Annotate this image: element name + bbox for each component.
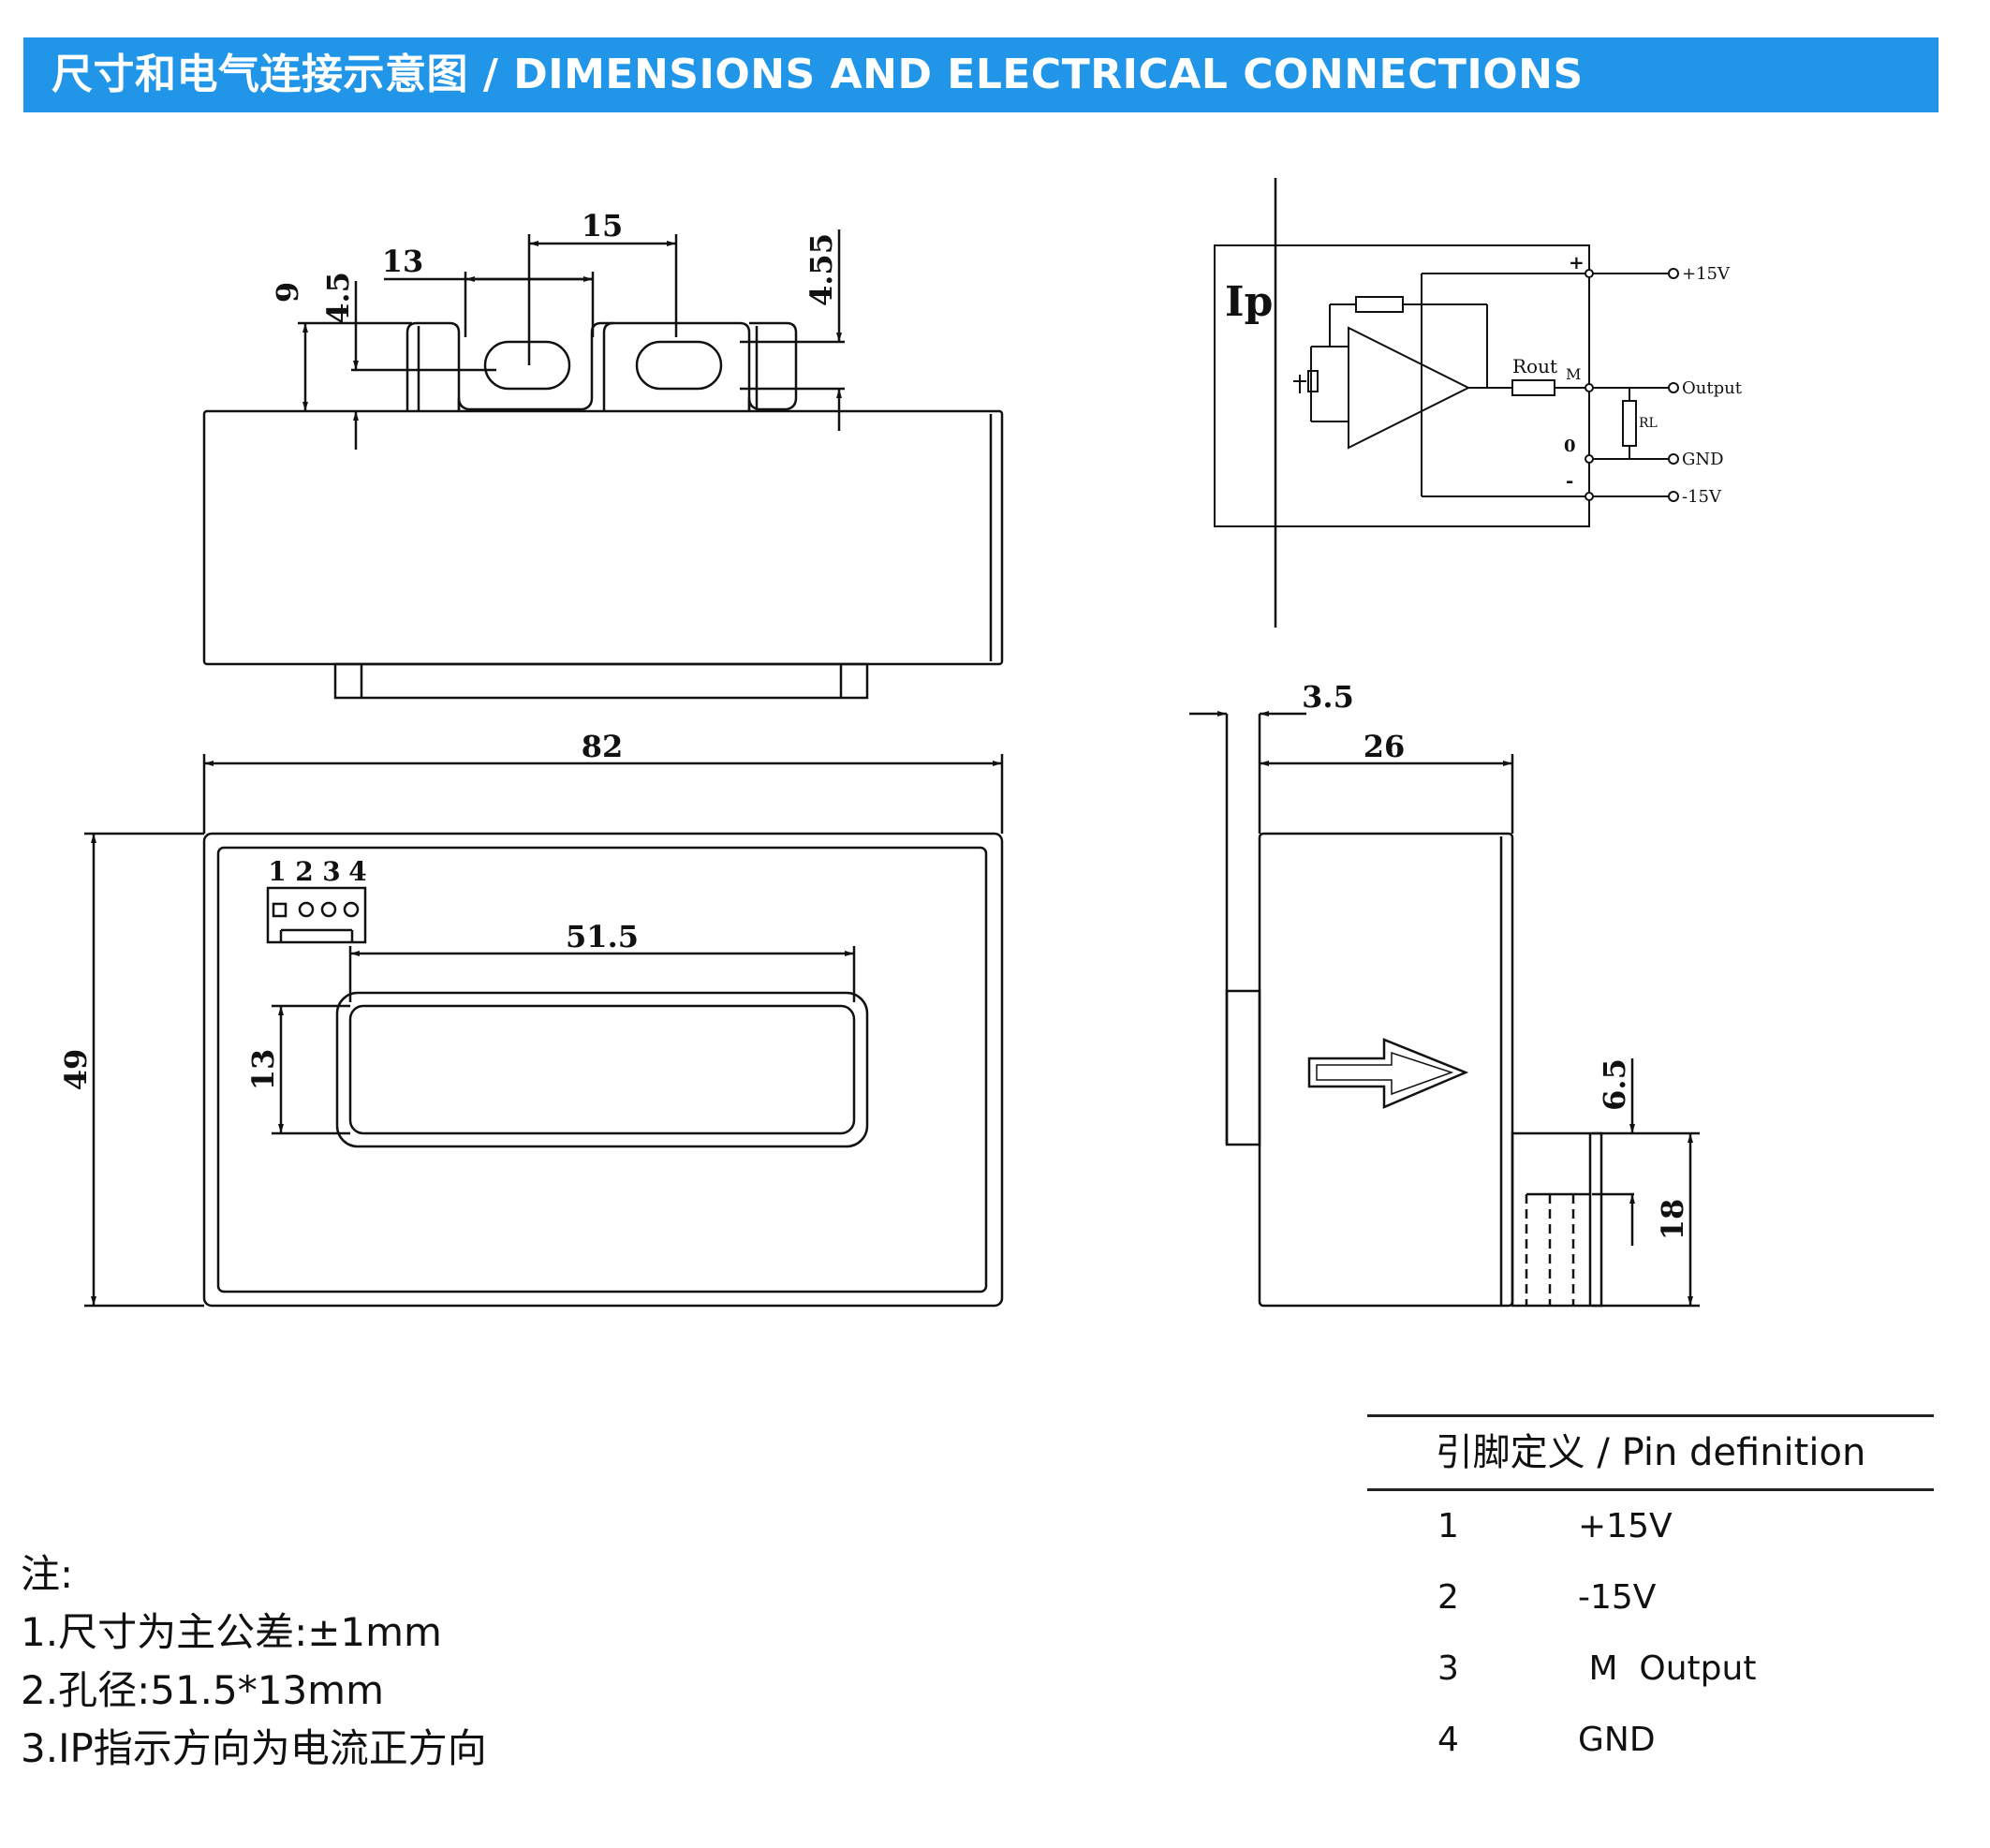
- notes: 注: 1.尺寸为主公差:±1mm 2.孔径:51.5*13mm 3.IP指示方向…: [21, 1545, 487, 1778]
- dim-label-connector-height: 18: [1655, 1199, 1690, 1241]
- connector-pin-label: 1: [268, 856, 286, 887]
- dim-label-slot-pitch: 15: [582, 208, 624, 244]
- minus-label: -: [1566, 469, 1573, 492]
- plus-label: +: [1569, 251, 1585, 274]
- table-rule: [1367, 1414, 1934, 1417]
- front-view: [202, 229, 1004, 700]
- dim-label-side-flange: 3.5: [1302, 679, 1354, 715]
- dim-label-connector-offset: 6.5: [1597, 1058, 1632, 1111]
- note-item: 1.尺寸为主公差:±1mm: [21, 1609, 442, 1655]
- connector-pin-square: [272, 902, 287, 918]
- terminal-label: GND: [1682, 450, 1724, 469]
- table-rule: [1367, 1488, 1934, 1491]
- connector-pin: [320, 901, 337, 918]
- rout-label: Rout: [1512, 355, 1557, 377]
- connector-pin-label: 3: [322, 856, 340, 887]
- rl-label: RL: [1639, 416, 1658, 431]
- notes-title: 注:: [21, 1551, 74, 1597]
- connector-pin: [298, 901, 315, 918]
- table-row: 4 GND: [1367, 1705, 1934, 1776]
- dim-label-slot-spacing: 13: [382, 244, 424, 279]
- pin-function: M Output: [1578, 1649, 1757, 1688]
- note-item: 3.IP指示方向为电流正方向: [21, 1725, 487, 1771]
- circuit-diagram: [1214, 178, 1679, 628]
- dim-label-window-height: 13: [245, 1049, 281, 1091]
- pin-number: 2: [1437, 1578, 1459, 1617]
- zero-label: 0: [1564, 436, 1576, 456]
- dim-label-window-width: 51.5: [566, 919, 639, 954]
- dim-label-width: 82: [582, 729, 624, 764]
- table-row: 2 -15V: [1367, 1562, 1934, 1634]
- dim-label-tab-height: 9: [270, 282, 305, 303]
- pin-table-title: 引脚定义 / Pin definition: [1435, 1431, 1866, 1474]
- pin-definition-table: 引脚定义 / Pin definition 1 +15V 2 -15V 3 M …: [1367, 1414, 1934, 1776]
- terminal-label: -15V: [1682, 487, 1722, 507]
- current-direction-arrow-icon: [1307, 1038, 1469, 1109]
- terminal-label: +15V: [1682, 264, 1731, 284]
- m-label: M: [1566, 365, 1581, 383]
- header-bar: 尺寸和电气连接示意图 / DIMENSIONS AND ELECTRICAL C…: [23, 37, 1938, 112]
- side-view: [1189, 711, 1700, 1308]
- connector-pin-label: 2: [295, 856, 313, 887]
- table-row: 3 M Output: [1367, 1634, 1934, 1705]
- dim-label-right-gap: 4.55: [803, 233, 839, 306]
- ip-label: Ip: [1225, 278, 1273, 326]
- note-item: 2.孔径:51.5*13mm: [21, 1667, 385, 1713]
- pin-function: GND: [1578, 1721, 1656, 1759]
- pin-number: 3: [1437, 1649, 1459, 1688]
- pin-function: -15V: [1578, 1578, 1657, 1617]
- pin-number: 4: [1437, 1721, 1459, 1759]
- page-title: 尺寸和电气连接示意图 / DIMENSIONS AND ELECTRICAL C…: [52, 51, 1584, 98]
- dim-label-height: 49: [58, 1049, 94, 1091]
- terminal-label: Output: [1682, 378, 1743, 398]
- dim-label-tab-gap: 4.5: [320, 272, 356, 324]
- dim-label-depth: 26: [1364, 729, 1406, 764]
- connector-pin-label: 4: [348, 856, 366, 887]
- plan-view: [84, 754, 1004, 1308]
- table-row: 1 +15V: [1367, 1491, 1934, 1562]
- pin-number: 1: [1437, 1507, 1459, 1545]
- connector-pin: [343, 901, 360, 918]
- pin-function: +15V: [1578, 1507, 1673, 1545]
